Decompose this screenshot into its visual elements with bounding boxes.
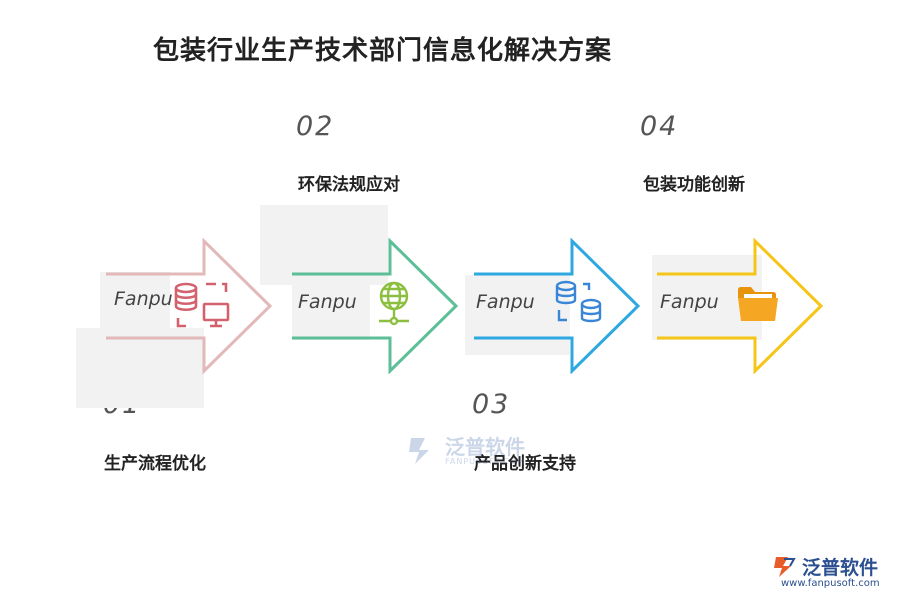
database-computer-icon [174, 282, 230, 328]
step-arrow-03 [474, 238, 641, 374]
brand-logo-url: www.fanpusoft.com [781, 578, 880, 589]
brand-text-01: Fanpu [114, 288, 173, 310]
brand-text-04: Fanpu [660, 291, 719, 313]
watermark: 泛普软件 FANPUSOFT.COM [405, 436, 525, 466]
watermark-sub: FANPUSOFT.COM [445, 456, 526, 466]
step-arrow-04 [657, 238, 824, 374]
step-number-02: 02 [296, 111, 335, 142]
step-label-04: 包装功能创新 [643, 175, 745, 195]
step-label-01: 生产流程优化 [104, 454, 206, 474]
shade-tile [260, 205, 388, 285]
shade-tile [76, 328, 204, 408]
shade-tile [292, 280, 370, 340]
step-number-03: 03 [472, 389, 511, 420]
page-title: 包装行业生产技术部门信息化解决方案 [153, 36, 613, 66]
databases-icon [555, 280, 602, 323]
brand-logo-icon [774, 556, 796, 577]
brand-logo: 泛普软件 [772, 553, 878, 580]
step-number-04: 04 [640, 111, 679, 142]
shade-tile [465, 275, 570, 355]
watermark-name: 泛普软件 [445, 434, 525, 459]
step-label-03: 产品创新支持 [474, 454, 576, 474]
folder-icon [738, 287, 778, 321]
step-arrow-02 [292, 238, 459, 374]
step-arrow-01 [106, 238, 273, 374]
step-label-02: 环保法规应对 [298, 175, 400, 195]
watermark-logo-icon [409, 438, 429, 464]
brand-logo-name: 泛普软件 [802, 557, 879, 579]
brand-text-03: Fanpu [476, 291, 535, 313]
shade-tile [100, 272, 170, 332]
network-globe-icon [379, 281, 409, 326]
brand-text-02: Fanpu [298, 291, 357, 313]
